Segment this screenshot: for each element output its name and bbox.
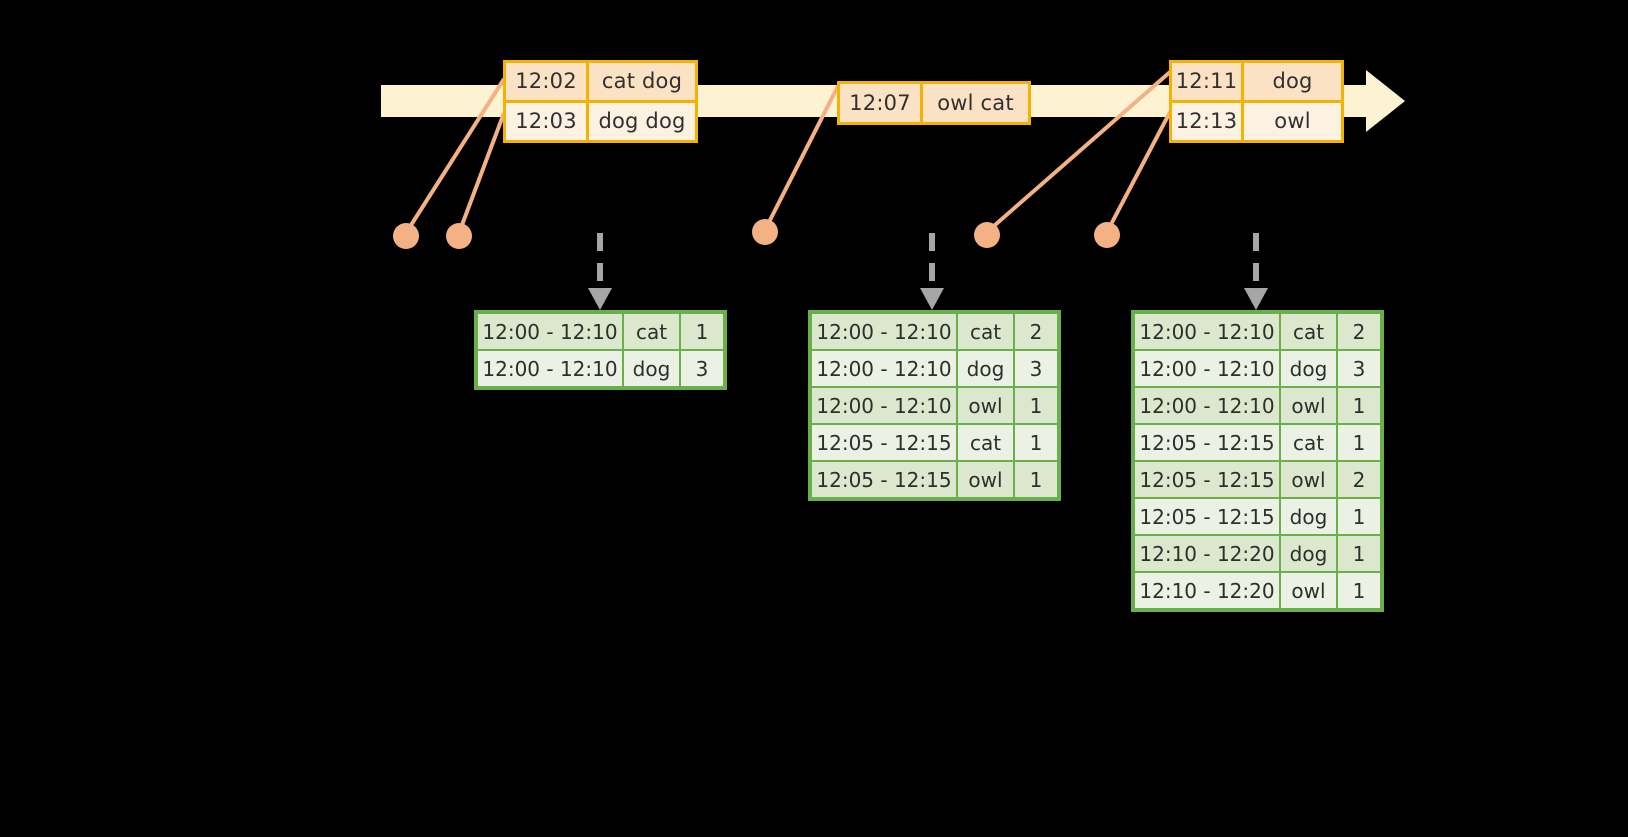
event-group-3[interactable]: 12:11 dog 12:13 owl (1169, 60, 1344, 143)
cell-word: dog (957, 350, 1014, 387)
cell-word: owl (1280, 461, 1337, 498)
event-row[interactable]: 12:13 owl (1172, 100, 1341, 140)
cell-word: cat (957, 313, 1014, 350)
cell-count: 2 (1337, 461, 1381, 498)
cell-count: 1 (1014, 424, 1058, 461)
event-time: 12:02 (506, 63, 589, 100)
cell-window: 12:05 - 12:15 (811, 424, 957, 461)
event-words: owl (1244, 103, 1341, 140)
event-row[interactable]: 12:03 dog dog (506, 100, 695, 140)
cell-window: 12:00 - 12:10 (811, 313, 957, 350)
cell-window: 12:00 - 12:10 (1134, 350, 1280, 387)
cell-count: 1 (1014, 387, 1058, 424)
cell-window: 12:05 - 12:15 (1134, 424, 1280, 461)
cell-word: dog (623, 350, 680, 387)
cell-count: 1 (1337, 387, 1381, 424)
cell-count: 3 (1337, 350, 1381, 387)
cell-count: 1 (1337, 498, 1381, 535)
event-row[interactable]: 12:02 cat dog (506, 63, 695, 100)
event-words: owl cat (923, 84, 1028, 122)
cell-word: dog (1280, 350, 1337, 387)
event-words: dog (1244, 63, 1341, 100)
cell-count: 2 (1337, 313, 1381, 350)
cell-word: dog (1280, 498, 1337, 535)
cell-count: 1 (680, 313, 724, 350)
event-row[interactable]: 12:11 dog (1172, 63, 1341, 100)
cell-word: owl (957, 461, 1014, 498)
event-group-2[interactable]: 12:07 owl cat (837, 81, 1031, 125)
event-time: 12:13 (1172, 103, 1244, 140)
cell-word: cat (1280, 313, 1337, 350)
cell-window: 12:00 - 12:10 (811, 387, 957, 424)
event-time: 12:03 (506, 103, 589, 140)
cell-window: 12:05 - 12:15 (1134, 498, 1280, 535)
cell-word: owl (1280, 387, 1337, 424)
cell-window: 12:10 - 12:20 (1134, 572, 1280, 609)
cell-count: 3 (1014, 350, 1058, 387)
event-words: cat dog (589, 63, 695, 100)
event-row[interactable]: 12:07 owl cat (840, 84, 1028, 122)
cell-word: cat (623, 313, 680, 350)
cell-count: 1 (1337, 424, 1381, 461)
cell-word: dog (1280, 535, 1337, 572)
cell-window: 12:00 - 12:10 (477, 313, 623, 350)
cell-count: 1 (1337, 535, 1381, 572)
cell-window: 12:05 - 12:15 (811, 461, 957, 498)
cell-count: 3 (680, 350, 724, 387)
cell-window: 12:00 - 12:10 (1134, 387, 1280, 424)
cell-window: 12:10 - 12:20 (1134, 535, 1280, 572)
cell-count: 1 (1337, 572, 1381, 609)
event-time: 12:07 (840, 84, 923, 122)
cell-word: cat (1280, 424, 1337, 461)
cell-word: cat (957, 424, 1014, 461)
cell-window: 12:05 - 12:15 (1134, 461, 1280, 498)
cell-word: owl (957, 387, 1014, 424)
event-words: dog dog (589, 103, 695, 140)
cell-window: 12:00 - 12:10 (477, 350, 623, 387)
connector-dots (393, 219, 1120, 249)
cell-window: 12:00 - 12:10 (811, 350, 957, 387)
cell-word: owl (1280, 572, 1337, 609)
event-group-1[interactable]: 12:02 cat dog 12:03 dog dog (503, 60, 698, 143)
cell-window: 12:00 - 12:10 (1134, 313, 1280, 350)
cell-count: 2 (1014, 313, 1058, 350)
event-time: 12:11 (1172, 63, 1244, 100)
cell-count: 1 (1014, 461, 1058, 498)
emit-arrows (588, 233, 1268, 310)
